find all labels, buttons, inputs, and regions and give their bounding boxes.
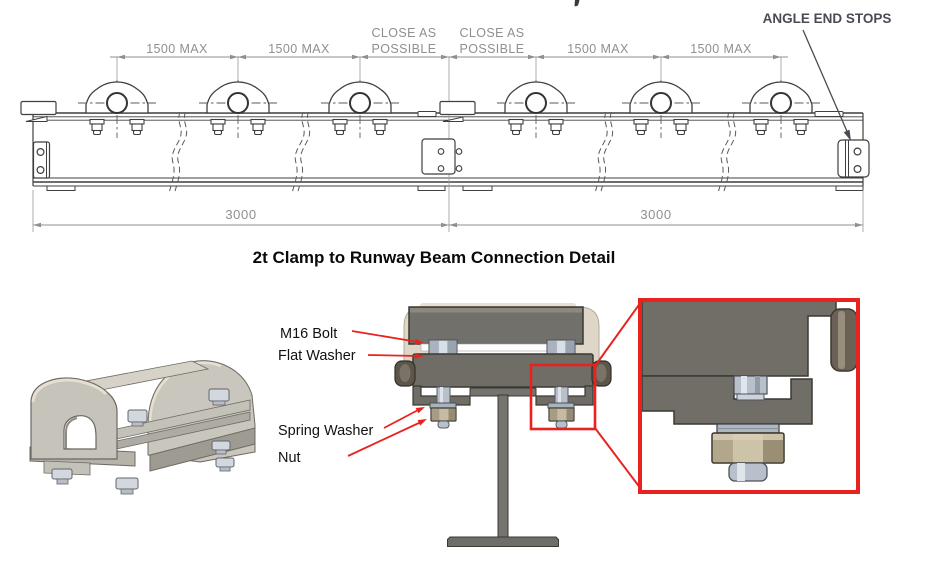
dim-1500-max-3: 1500 MAX bbox=[567, 42, 629, 56]
detail-red-border bbox=[638, 298, 860, 494]
part-label-spring-washer: Spring Washer bbox=[278, 423, 374, 439]
dim-close-as-2-line1: CLOSE AS bbox=[459, 26, 524, 40]
part-label-nut: Nut bbox=[278, 450, 301, 466]
bolt-head-part bbox=[428, 339, 576, 355]
clamp-side-view bbox=[496, 56, 576, 139]
dim-close-as-2-line2: POSSIBLE bbox=[459, 42, 524, 56]
clamp-lip-right bbox=[535, 385, 594, 406]
clamp-side-view bbox=[621, 56, 701, 139]
bolt-shaft-detail bbox=[733, 375, 768, 395]
detail-connector-line bbox=[594, 301, 642, 367]
leader-arrowhead bbox=[843, 129, 851, 141]
dim-close-as-1-line2: POSSIBLE bbox=[371, 42, 436, 56]
dim-close-as-1-line1: CLOSE AS bbox=[371, 26, 436, 40]
span-dimensions: 3000 3000 bbox=[32, 190, 864, 232]
part-label-m16-bolt: M16 Bolt bbox=[280, 326, 337, 342]
break-line bbox=[594, 111, 614, 194]
beam-left-end bbox=[20, 100, 57, 179]
runway-ibeam-section bbox=[447, 387, 559, 547]
break-line bbox=[717, 111, 737, 194]
span-3000-right: 3000 bbox=[640, 207, 671, 222]
break-line bbox=[168, 111, 188, 194]
callout-arrowheads bbox=[414, 338, 427, 426]
clamp-lip-left bbox=[412, 385, 471, 406]
detail-highlight-box bbox=[529, 363, 597, 431]
dim-1500-max-4: 1500 MAX bbox=[690, 42, 752, 56]
clamp-front-arch bbox=[30, 377, 118, 460]
detail-zoom-box bbox=[638, 298, 860, 494]
spacing-dimensions: 1500 MAX 1500 MAX CLOSE AS POSSIBLE CLOS… bbox=[110, 26, 788, 60]
clamp-side-view bbox=[320, 56, 400, 139]
cropped-text-fragment bbox=[574, 0, 580, 7]
runway-beam-elevation: 1500 MAX 1500 MAX CLOSE AS POSSIBLE CLOS… bbox=[20, 0, 892, 232]
end-stops-annotation: ANGLE END STOPS bbox=[763, 11, 892, 141]
clamp-side-view bbox=[741, 56, 821, 139]
clamp-section-view bbox=[394, 301, 642, 547]
nut-detail bbox=[711, 432, 785, 464]
angle-end-stop bbox=[814, 111, 870, 178]
clamp-3d-view bbox=[29, 360, 256, 495]
beam-joint-splice bbox=[417, 100, 476, 175]
dim-1500-max-1: 1500 MAX bbox=[146, 42, 208, 56]
beam-bottom-plates bbox=[46, 185, 864, 191]
bolt-nut-assembly bbox=[429, 386, 575, 429]
section-title: 2t Clamp to Runway Beam Connection Detai… bbox=[253, 248, 616, 267]
angle-end-stops-label: ANGLE END STOPS bbox=[763, 11, 892, 26]
part-callouts: M16 Bolt Flat Washer Spring Washer Nut bbox=[278, 326, 427, 466]
callout-arrows bbox=[347, 330, 422, 457]
bolt-3d bbox=[51, 468, 139, 495]
detail-connector-line bbox=[594, 427, 642, 490]
bolt-3d bbox=[127, 388, 235, 472]
clamp-side-view bbox=[77, 56, 157, 139]
span-3000-left: 3000 bbox=[225, 207, 256, 222]
clamp-side-view bbox=[198, 56, 278, 139]
break-line bbox=[291, 111, 311, 194]
dim-1500-max-2: 1500 MAX bbox=[268, 42, 330, 56]
leader-line bbox=[802, 29, 850, 137]
part-label-flat-washer: Flat Washer bbox=[278, 348, 356, 364]
